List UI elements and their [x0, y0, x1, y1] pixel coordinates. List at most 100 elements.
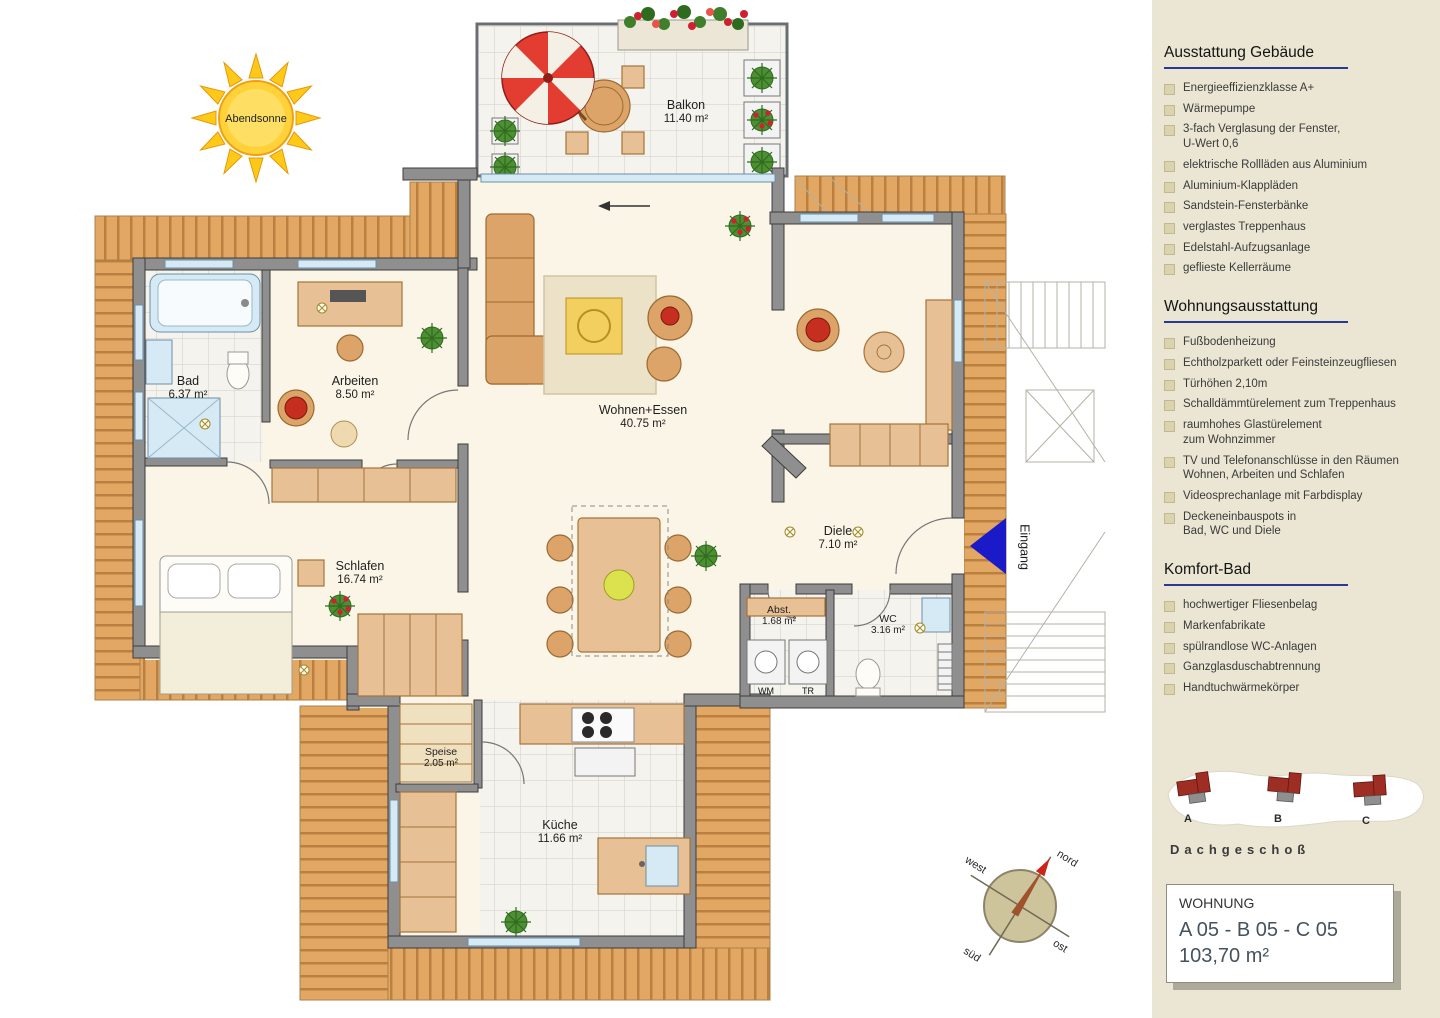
- ceiling-spot-icons: [199, 302, 926, 676]
- info-sidebar: Ausstattung Gebäude Energieeffizienzklas…: [1152, 0, 1440, 1018]
- feature-item-label: Sandstein-Fensterbänke: [1183, 200, 1309, 213]
- feature-item-label: Energieeffizienzklasse A+: [1183, 82, 1315, 94]
- feature-item: TV und Telefonanschlüsse in den Räumen W…: [1164, 454, 1430, 483]
- washing-machine: [746, 639, 786, 685]
- nightstand: [297, 559, 325, 587]
- bathroom-sink: [145, 339, 173, 385]
- wardrobe: [357, 613, 463, 697]
- feature-item: Energieeffizienzklasse A+: [1164, 81, 1430, 96]
- feature-item-label: Türhöhen 2,10m: [1183, 377, 1268, 390]
- section-comfort-bath: Komfort-Bad hochwertiger Fliesenbelag Ma…: [1164, 561, 1430, 696]
- entrance-label: Eingang: [1017, 524, 1032, 570]
- feature-item-label: Fußbodenheizung: [1183, 336, 1276, 349]
- feature-item-label: Aluminium-Klappläden: [1183, 179, 1299, 192]
- feature-item-label: Handtuchwärmekörper: [1183, 681, 1300, 694]
- feature-item-label: geflieste Kellerräume: [1183, 262, 1292, 275]
- bullet-square-icon: [1164, 181, 1175, 193]
- bullet-square-icon: [1164, 223, 1175, 235]
- building-a-label: A: [1184, 813, 1192, 825]
- feature-item: Handtuchwärmekörper: [1164, 681, 1430, 696]
- dryer-label: TR: [802, 686, 814, 696]
- feature-item-label: 3-fach Verglasung der Fenster, U-Wert 0,…: [1183, 123, 1341, 151]
- apartment-info-box: WOHNUNG A 05 - B 05 - C 05 103,70 m²: [1166, 884, 1394, 983]
- bullet-square-icon: [1164, 84, 1175, 95]
- bullet-square-icon: [1164, 338, 1175, 350]
- bed: [159, 555, 293, 695]
- compass-east-label: ost: [1051, 937, 1070, 955]
- building-c-label: C: [1362, 815, 1370, 827]
- section-title: Wohnungsausstattung: [1164, 298, 1348, 324]
- kitchen-counter: [519, 703, 685, 777]
- feature-item: Ganzglasduschabtrennung: [1164, 660, 1430, 675]
- hall-round-table: [863, 331, 905, 373]
- feature-item: geflieste Kellerräume: [1164, 261, 1430, 276]
- bullet-square-icon: [1164, 243, 1175, 255]
- feature-item: Videosprechanlage mit Farbdisplay: [1164, 489, 1430, 504]
- bullet-square-icon: [1164, 400, 1175, 412]
- bullet-square-icon: [1164, 358, 1175, 370]
- feature-item-label: raumhohes Glastürelement zum Wohnzimmer: [1183, 419, 1322, 446]
- feature-item-label: TV und Telefonanschlüsse in den Räumen W…: [1183, 454, 1399, 482]
- stairwell: [984, 281, 1106, 713]
- building-site-plan: A B C: [1167, 771, 1424, 828]
- feature-item: Deckeneinbauspots in Bad, WC und Diele: [1164, 510, 1430, 539]
- bullet-square-icon: [1164, 491, 1175, 503]
- wc-toilet: [855, 658, 881, 697]
- feature-item: Schalldämmtürelement zum Treppenhaus: [1164, 397, 1430, 412]
- windows: [134, 173, 963, 947]
- bullet-square-icon: [1164, 512, 1175, 524]
- floor-level-label: Dachgeschoß: [1170, 842, 1311, 857]
- compass-north-label: nord: [1055, 848, 1080, 870]
- bullet-square-icon: [1164, 683, 1175, 695]
- feature-item: spülrandlose WC-Anlagen: [1164, 640, 1430, 655]
- armchair: [647, 295, 693, 341]
- feature-item: Echtholzparkett oder Feinsteinzeugfliese…: [1164, 356, 1430, 371]
- building-c-icon: [1352, 774, 1387, 806]
- kitchen-island: [597, 837, 691, 895]
- feature-item: 3-fach Verglasung der Fenster, U-Wert 0,…: [1164, 122, 1430, 151]
- radiator: [937, 643, 953, 691]
- building-b-icon: [1267, 772, 1302, 803]
- feature-item-label: spülrandlose WC-Anlagen: [1183, 640, 1317, 653]
- desk: [297, 281, 403, 362]
- feature-item-label: Edelstahl-Aufzugsanlage: [1183, 241, 1311, 254]
- feature-item-label: elektrische Rollläden aus Aluminium: [1183, 158, 1368, 171]
- section-building-features: Ausstattung Gebäude Energieeffizienzklas…: [1164, 44, 1430, 276]
- bullet-square-icon: [1164, 456, 1175, 468]
- bullet-square-icon: [1164, 379, 1175, 391]
- compass-west-label: west: [962, 854, 988, 877]
- sideboard: [271, 467, 457, 503]
- feature-item-label: Echtholzparkett oder Feinsteinzeugfliese…: [1183, 356, 1397, 369]
- bullet-square-icon: [1164, 125, 1175, 137]
- balcony: [475, 5, 789, 211]
- feature-item-label: verglastes Treppenhaus: [1183, 221, 1306, 234]
- feature-item: Aluminium-Klappläden: [1164, 179, 1430, 194]
- flower-box-icon: [617, 5, 749, 51]
- shower: [147, 397, 221, 459]
- feature-item: Markenfabrikate: [1164, 619, 1430, 634]
- compass-south-label: süd: [961, 945, 982, 965]
- feature-item-label: Wärmepumpe: [1183, 102, 1256, 115]
- feature-item-label: Ganzglasduschabtrennung: [1183, 661, 1321, 674]
- feature-item: Sandstein-Fensterbänke: [1164, 199, 1430, 214]
- hall-armchair-red: [796, 308, 840, 352]
- feature-item: Edelstahl-Aufzugsanlage: [1164, 241, 1430, 256]
- feature-item-label: Markenfabrikate: [1183, 619, 1266, 632]
- feature-item: raumhohes Glastürelement zum Wohnzimmer: [1164, 418, 1430, 447]
- bullet-square-icon: [1164, 621, 1175, 633]
- sun-label: Abendsonne: [225, 113, 287, 125]
- sun-icon: [190, 52, 322, 184]
- entrance-arrow-icon: [970, 518, 1006, 574]
- toilet-bad: [226, 351, 250, 390]
- side-table: [330, 420, 358, 448]
- sliding-door-arrow-icon: [598, 201, 650, 211]
- bullet-square-icon: [1164, 601, 1175, 613]
- section-apartment-features: Wohnungsausstattung Fußbodenheizung Echt…: [1164, 298, 1430, 539]
- coffee-table: [565, 297, 623, 355]
